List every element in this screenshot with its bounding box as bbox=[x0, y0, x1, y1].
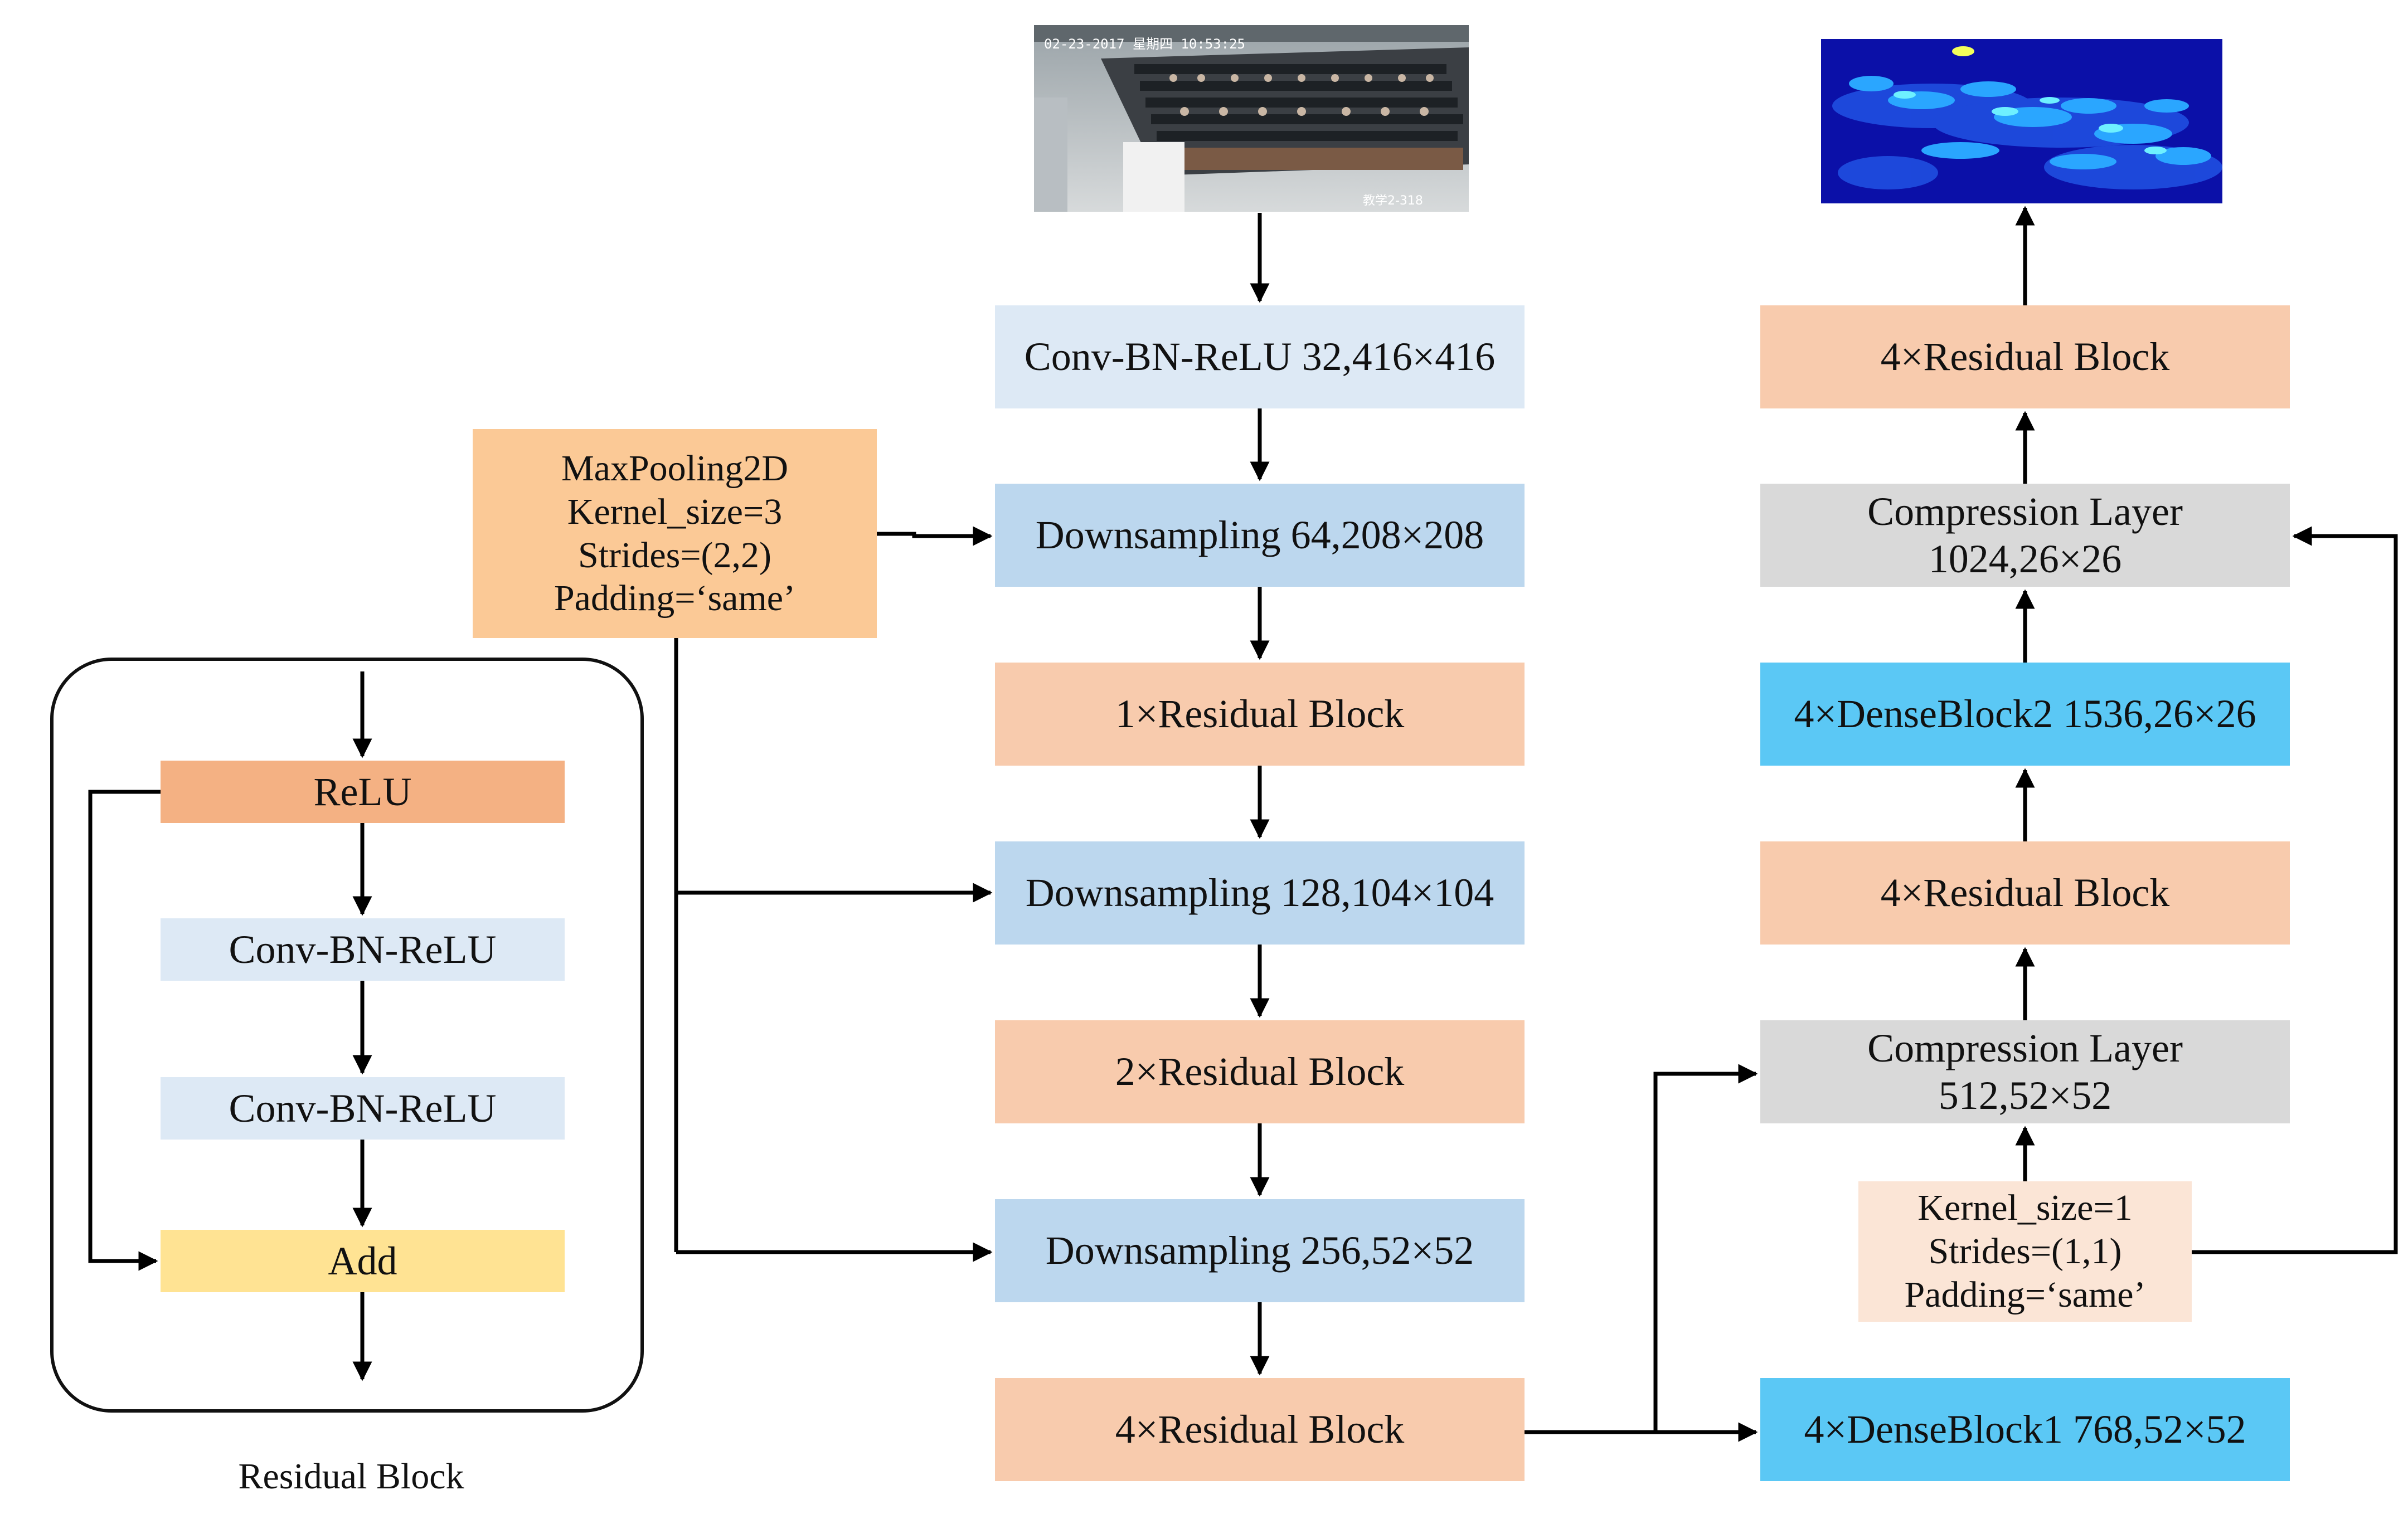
room-label-text: 教学2-318 bbox=[1363, 194, 1423, 208]
compression-layer-1024-box: Compression Layer 1024,26×26 bbox=[1760, 484, 2290, 587]
conv-bn-relu-2-box: Conv-BN-ReLU bbox=[161, 1077, 565, 1140]
arrow-skip-connection bbox=[88, 790, 161, 1271]
residual-block-1x-box: 1×Residual Block bbox=[995, 663, 1525, 766]
denseblock2-box: 4×DenseBlock2 1536,26×26 bbox=[1760, 663, 2290, 766]
conv-bn-relu-box: Conv-BN-ReLU 32,416×416 bbox=[995, 305, 1525, 408]
downsampling-64-box: Downsampling 64,208×208 bbox=[995, 484, 1525, 587]
downsampling-128-box: Downsampling 128,104×104 bbox=[995, 841, 1525, 945]
compression-layer-512-box: Compression Layer 512,52×52 bbox=[1760, 1020, 2290, 1123]
kernel-size-1-box: Kernel_size=1 Strides=(1,1) Padding=‘sam… bbox=[1858, 1181, 2192, 1322]
density-heatmap-icon bbox=[1821, 39, 2222, 203]
output-density-heatmap bbox=[1821, 39, 2222, 203]
residual-block-2x-box: 2×Residual Block bbox=[995, 1020, 1525, 1123]
conv-bn-relu-1-box: Conv-BN-ReLU bbox=[161, 918, 565, 981]
maxpooling2d-box: MaxPooling2D Kernel_size=3 Strides=(2,2)… bbox=[473, 429, 877, 638]
arrow-kernel-to-comp2 bbox=[2192, 526, 2398, 1254]
arrow-res4-to-comp1 bbox=[1653, 1064, 1758, 1432]
residual-block-4x-mid-box: 4×Residual Block bbox=[1760, 841, 2290, 945]
add-box: Add bbox=[161, 1230, 565, 1292]
residual-block-caption: Residual Block bbox=[238, 1456, 464, 1497]
classroom-photo-icon: 02-23-2017 星期四 10:53:25 教学2-318 bbox=[1034, 25, 1469, 212]
residual-block-frame bbox=[50, 658, 644, 1413]
arrow-maxpool-to-down1 bbox=[877, 526, 993, 546]
relu-box: ReLU bbox=[161, 761, 565, 823]
input-classroom-image: 02-23-2017 星期四 10:53:25 教学2-318 bbox=[1034, 25, 1469, 212]
downsampling-256-box: Downsampling 256,52×52 bbox=[995, 1199, 1525, 1302]
residual-block-4x-top-box: 4×Residual Block bbox=[1760, 305, 2290, 408]
timestamp-text: 02-23-2017 星期四 10:53:25 bbox=[1044, 36, 1245, 52]
denseblock1-box: 4×DenseBlock1 768,52×52 bbox=[1760, 1378, 2290, 1481]
residual-block-4x-main-box: 4×Residual Block bbox=[995, 1378, 1525, 1481]
